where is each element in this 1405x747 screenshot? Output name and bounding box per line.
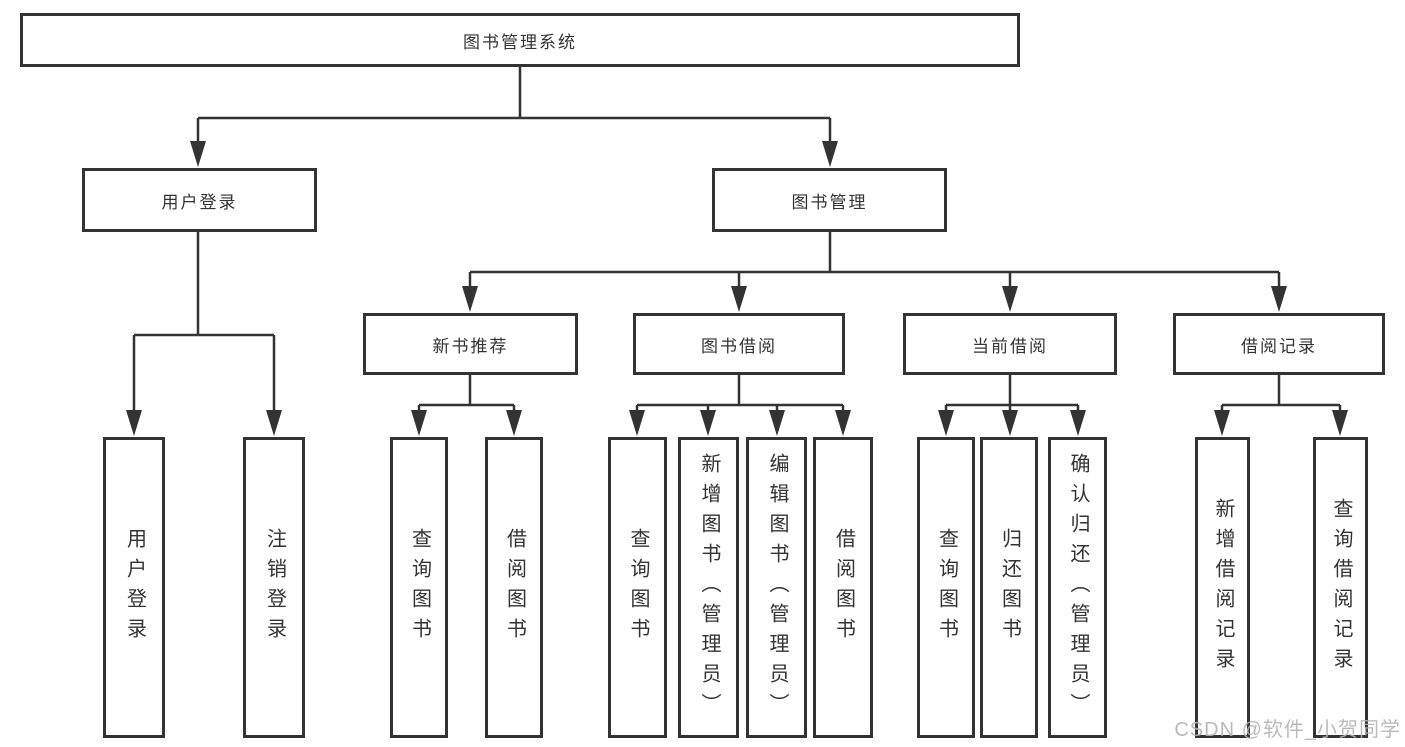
leaf-return-books: 归还图书 bbox=[980, 437, 1038, 738]
node-new-book-recommend: 新书推荐 bbox=[363, 313, 578, 375]
arrowhead bbox=[1002, 410, 1018, 436]
arrowhead bbox=[1271, 286, 1287, 312]
node-book-borrowing: 图书借阅 bbox=[633, 313, 845, 375]
arrowhead bbox=[190, 141, 206, 167]
arrowhead bbox=[629, 410, 645, 436]
leaf-borrow-books: 借阅图书 bbox=[813, 437, 873, 738]
leaf-label: 查询图书 bbox=[935, 527, 958, 648]
connector-recommend-to-leaves bbox=[417, 375, 516, 414]
arrowhead bbox=[1002, 286, 1018, 312]
connector-records-to-leaves bbox=[1220, 375, 1342, 414]
connector-bookmgmt-to-level3 bbox=[468, 232, 1281, 290]
arrowhead bbox=[700, 410, 716, 436]
leaf-label: 确认归还（管理员） bbox=[1067, 452, 1089, 723]
arrowhead bbox=[835, 410, 851, 436]
leaf-label: 用户登录 bbox=[123, 527, 146, 648]
arrowhead bbox=[769, 410, 785, 436]
node-label: 图书借阅 bbox=[701, 336, 777, 356]
leaf-borrow-books-recommend: 借阅图书 bbox=[485, 437, 543, 738]
leaf-label: 查询图书 bbox=[627, 527, 649, 648]
leaf-label: 借阅图书 bbox=[832, 527, 855, 648]
leaf-label: 查询图书 bbox=[408, 527, 431, 648]
leaf-add-books-admin: 新增图书（管理员） bbox=[678, 437, 739, 738]
arrowhead bbox=[411, 410, 427, 436]
leaf-query-books-current: 查询图书 bbox=[917, 437, 975, 738]
leaf-query-books-recommend: 查询图书 bbox=[390, 437, 448, 738]
arrowhead bbox=[126, 410, 142, 436]
arrowhead bbox=[506, 410, 522, 436]
leaf-label: 新增借阅记录 bbox=[1212, 497, 1234, 678]
connector-current-to-leaves bbox=[944, 375, 1080, 414]
node-label: 图书管理系统 bbox=[463, 32, 577, 52]
node-label: 当前借阅 bbox=[972, 336, 1048, 356]
arrowhead bbox=[1070, 410, 1086, 436]
leaf-logout: 注销登录 bbox=[243, 437, 305, 738]
csdn-watermark: CSDN @软件_小贺同学 bbox=[1174, 719, 1401, 741]
leaf-label: 归还图书 bbox=[998, 527, 1021, 648]
leaf-add-borrow-record: 新增借阅记录 bbox=[1195, 437, 1250, 738]
arrowhead bbox=[266, 410, 282, 436]
leaf-confirm-return-admin: 确认归还（管理员） bbox=[1048, 437, 1107, 738]
leaf-query-borrow-record: 查询借阅记录 bbox=[1313, 437, 1368, 738]
arrowhead bbox=[938, 410, 954, 436]
leaf-label: 编辑图书（管理员） bbox=[766, 452, 788, 723]
leaf-label: 查询借阅记录 bbox=[1330, 497, 1352, 678]
connector-userlogin-to-leaves bbox=[132, 232, 276, 414]
leaf-label: 注销登录 bbox=[263, 527, 286, 648]
arrowhead bbox=[462, 286, 478, 312]
node-library-management-system: 图书管理系统 bbox=[20, 13, 1020, 67]
connector-borrow-to-leaves bbox=[635, 375, 845, 414]
node-borrowing-records: 借阅记录 bbox=[1173, 313, 1385, 375]
node-label: 借阅记录 bbox=[1241, 336, 1317, 356]
leaf-user-login: 用户登录 bbox=[103, 437, 165, 738]
node-book-management: 图书管理 bbox=[712, 168, 947, 232]
node-user-login: 用户登录 bbox=[82, 168, 317, 232]
arrowhead bbox=[1214, 410, 1230, 436]
node-label: 图书管理 bbox=[791, 192, 868, 212]
node-label: 用户登录 bbox=[161, 192, 238, 212]
node-current-borrowing: 当前借阅 bbox=[903, 313, 1117, 375]
leaf-edit-books-admin: 编辑图书（管理员） bbox=[746, 437, 807, 738]
leaf-label: 新增图书（管理员） bbox=[698, 452, 720, 723]
arrowhead bbox=[731, 286, 747, 312]
arrowhead bbox=[822, 141, 838, 167]
arrowhead bbox=[1332, 410, 1348, 436]
leaf-query-books-borrow: 查询图书 bbox=[608, 437, 667, 738]
leaf-label: 借阅图书 bbox=[503, 527, 526, 648]
node-label: 新书推荐 bbox=[432, 336, 509, 356]
connector-root-to-level2 bbox=[196, 67, 832, 146]
